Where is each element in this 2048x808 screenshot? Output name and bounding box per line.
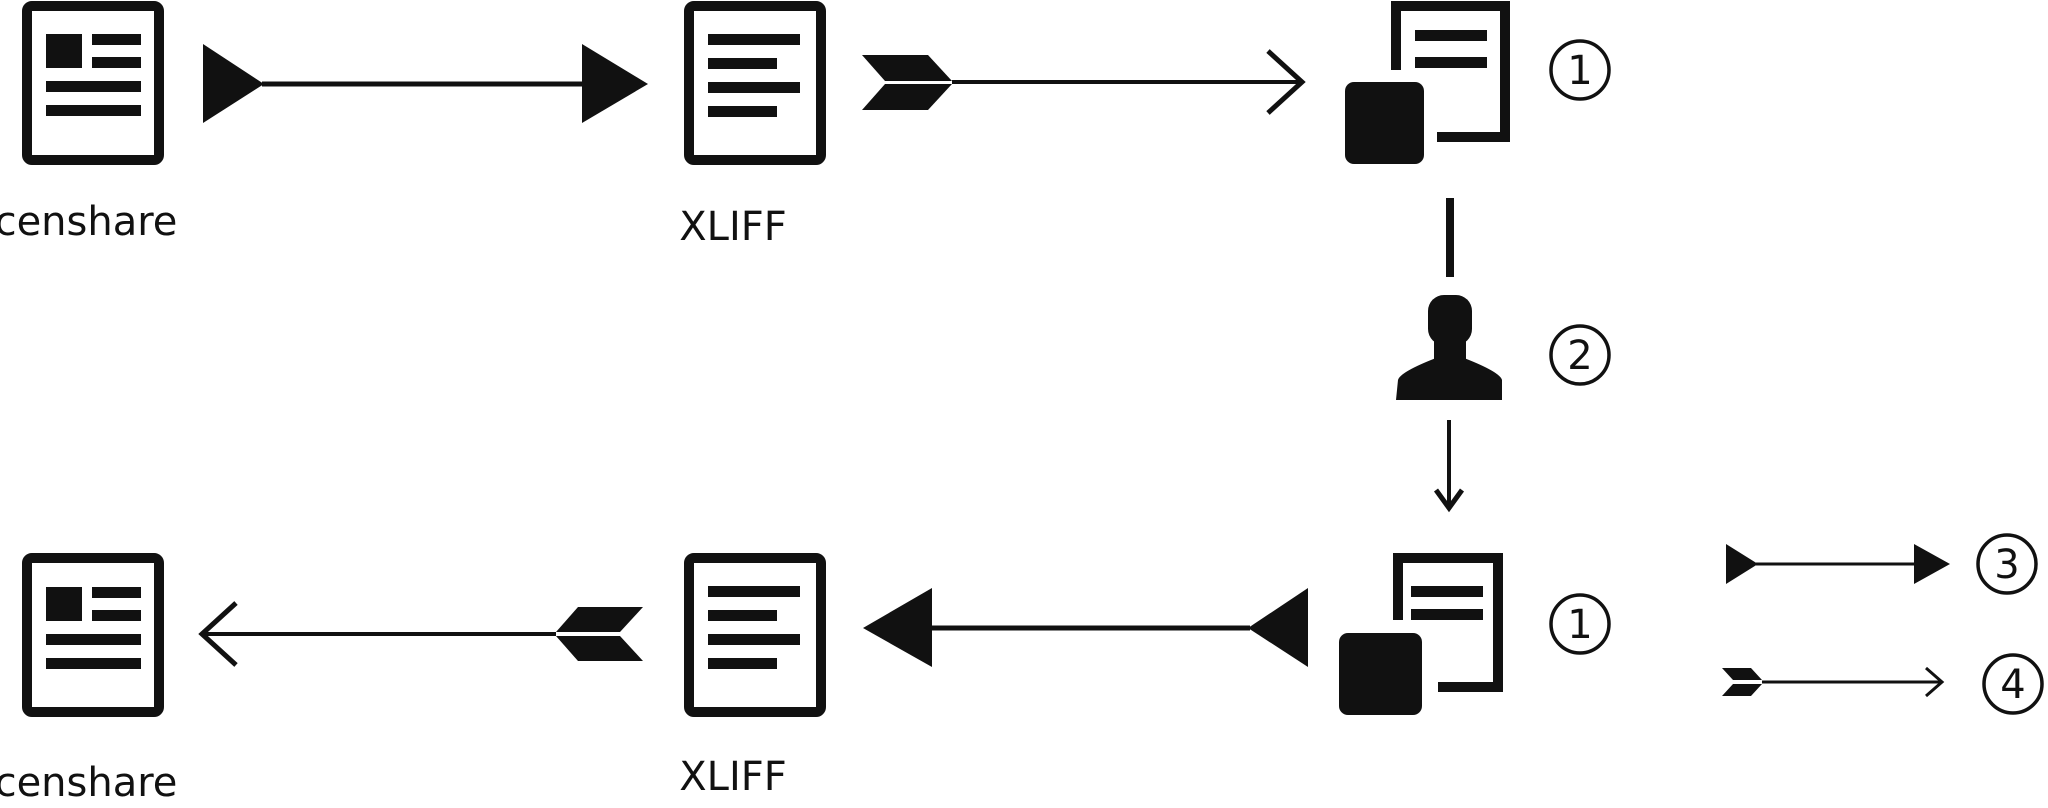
- marker-circle-3: 3: [1976, 533, 2038, 595]
- translation-memory-icon-top: [1345, 1, 1510, 164]
- censhare-document-icon-top: [22, 1, 164, 165]
- marker-circle-1-bottom: 1: [1549, 593, 1611, 655]
- down-arrow: [1433, 420, 1465, 513]
- translator-person-icon: [1396, 295, 1502, 400]
- censhare-document-icon-bottom: [22, 553, 164, 717]
- marker-number: 4: [2000, 662, 2025, 708]
- marker-number: 3: [1994, 542, 2019, 588]
- import-feathered-arrow: [862, 49, 1306, 115]
- target-format-label: XLIFF: [679, 754, 787, 800]
- marker-number: 1: [1567, 602, 1592, 648]
- legend-solid-arrow: [1726, 544, 1950, 584]
- xliff-document-icon-bottom: [684, 553, 826, 717]
- source-system-label: censhare: [0, 199, 177, 245]
- marker-number: 1: [1567, 48, 1592, 94]
- source-format-label: XLIFF: [679, 204, 787, 250]
- target-system-label: censhare: [0, 760, 177, 806]
- marker-circle-4: 4: [1982, 653, 2044, 715]
- marker-number: 2: [1567, 333, 1592, 379]
- translation-memory-icon-bottom: [1339, 553, 1503, 715]
- marker-circle-1-top: 1: [1549, 39, 1611, 101]
- marker-circle-2: 2: [1549, 324, 1611, 386]
- export-arrow: [203, 44, 648, 123]
- return-arrow: [863, 588, 1308, 667]
- reimport-feathered-arrow: [198, 601, 643, 667]
- xliff-document-icon-top: [684, 1, 826, 165]
- legend-feathered-arrow: [1722, 666, 1945, 698]
